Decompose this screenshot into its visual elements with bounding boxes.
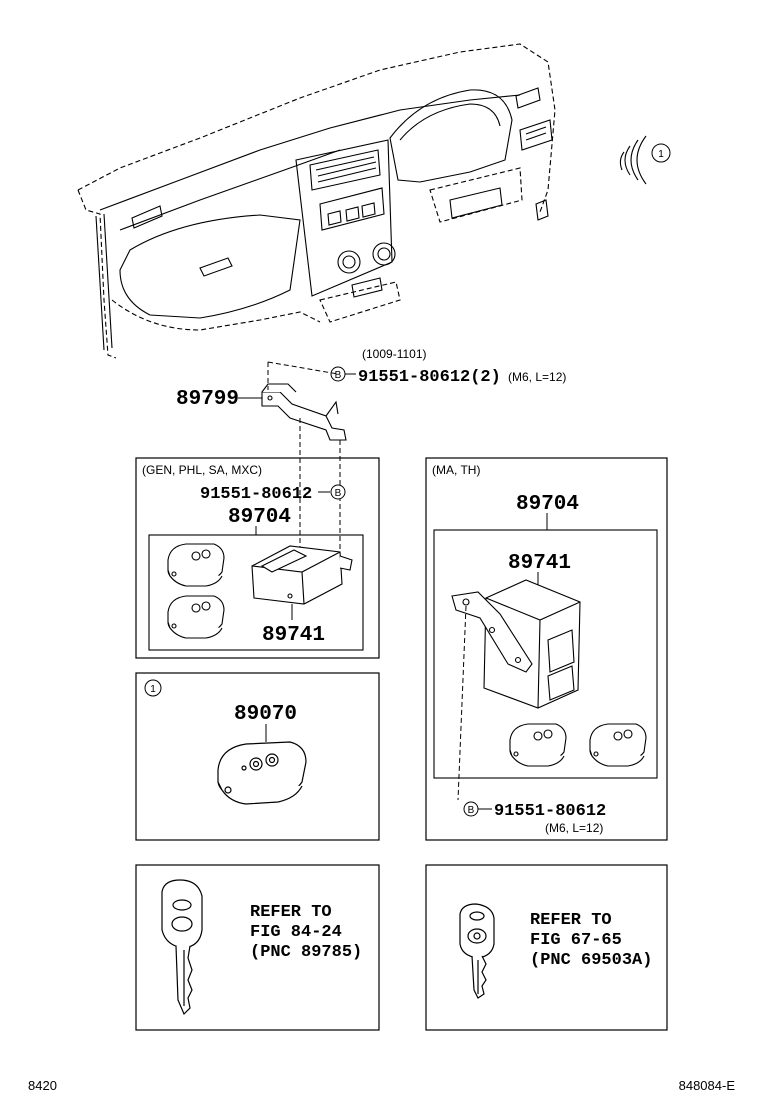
key-fob-icon bbox=[589, 723, 647, 767]
control-module-icon bbox=[251, 545, 353, 605]
svg-text:B: B bbox=[335, 370, 342, 381]
key-left-line3: (PNC 89785) bbox=[250, 943, 362, 962]
key-left-line2: FIG 84-24 bbox=[250, 923, 342, 942]
variant-box-ma-th bbox=[425, 457, 668, 841]
box-left-module-part: 89741 bbox=[262, 624, 325, 647]
remote-box bbox=[135, 672, 380, 841]
dashboard-illustration bbox=[77, 43, 556, 359]
bolt-marker-top: B bbox=[330, 366, 346, 382]
box-right-assembly-part: 89704 bbox=[516, 493, 579, 516]
footer-illustration-code: 848084-E bbox=[679, 1078, 736, 1093]
callout-1-marker: 1 bbox=[144, 679, 162, 697]
footer-figure-number: 8420 bbox=[28, 1078, 57, 1093]
top-bolt-date-range: (1009-1101) bbox=[362, 347, 427, 361]
bracket-illustration bbox=[261, 383, 347, 441]
box-right-bolt-part: 91551-80612 bbox=[494, 802, 606, 821]
key-left-line1: REFER TO bbox=[250, 903, 332, 922]
box-left-assembly-part: 89704 bbox=[228, 506, 291, 529]
key-right-line3: (PNC 69503A) bbox=[530, 951, 652, 970]
top-bolt-part-number: 91551-80612(2) bbox=[358, 368, 501, 387]
box-right-module-part: 89741 bbox=[508, 552, 571, 575]
key-fob-icon bbox=[167, 543, 225, 587]
callout-1-marker: 1 bbox=[651, 143, 671, 163]
key-right-line1: REFER TO bbox=[530, 911, 612, 930]
signal-waves-icon bbox=[619, 135, 647, 185]
remote-part-label: 89070 bbox=[234, 703, 297, 726]
ignition-key-icon bbox=[459, 903, 495, 999]
svg-text:B: B bbox=[335, 488, 342, 499]
ignition-key-icon bbox=[161, 879, 203, 1016]
box-left-market-label: (GEN, PHL, SA, MXC) bbox=[142, 463, 262, 477]
key-reference-box-left bbox=[135, 864, 380, 1031]
bolt-marker-right: B bbox=[463, 801, 479, 817]
box-right-inner-frame bbox=[433, 529, 658, 779]
control-module-icon bbox=[451, 579, 581, 709]
bracket-part-label: 89799 bbox=[176, 388, 239, 411]
box-left-bolt-part: 91551-80612 bbox=[200, 485, 312, 504]
remote-transmitter-icon bbox=[217, 741, 307, 805]
key-reference-box-right bbox=[425, 864, 668, 1031]
svg-text:1: 1 bbox=[150, 684, 156, 695]
key-fob-icon bbox=[509, 723, 567, 767]
svg-text:B: B bbox=[468, 805, 475, 816]
key-fob-icon bbox=[167, 595, 225, 639]
bolt-marker-left: B bbox=[330, 484, 346, 500]
box-left-inner-frame bbox=[148, 534, 364, 651]
box-right-bolt-spec: (M6, L=12) bbox=[545, 821, 603, 835]
variant-box-gen-phl bbox=[135, 457, 380, 659]
box-right-market-label: (MA, TH) bbox=[432, 463, 480, 477]
svg-text:1: 1 bbox=[658, 149, 664, 160]
key-right-line2: FIG 67-65 bbox=[530, 931, 622, 950]
top-bolt-spec: (M6, L=12) bbox=[508, 370, 566, 384]
